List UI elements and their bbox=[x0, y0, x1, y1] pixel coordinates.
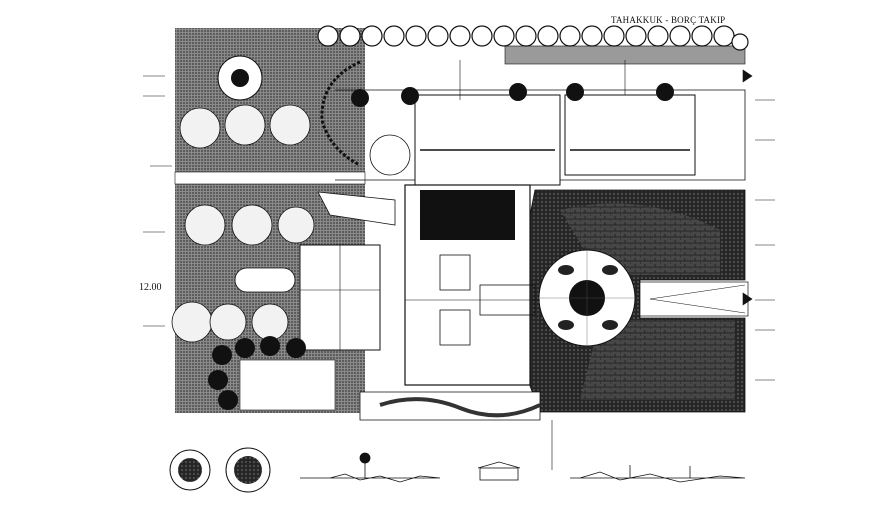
roundabout-plaza bbox=[538, 249, 636, 347]
main-building bbox=[234, 94, 696, 386]
right-landscape-area bbox=[519, 189, 749, 413]
drawing-title-label: TAHAKKUK - BORÇ TAKIP bbox=[611, 15, 726, 25]
tree-canopy-icon-group bbox=[171, 55, 315, 343]
annotation-leaders bbox=[143, 60, 775, 470]
bottom-landscape-strip bbox=[359, 391, 541, 421]
tree-detail-icon bbox=[169, 447, 271, 493]
shrub-icon-row bbox=[208, 25, 749, 410]
dimension-label: 12.00 bbox=[139, 282, 162, 293]
section-elevation-drawings bbox=[300, 452, 746, 483]
